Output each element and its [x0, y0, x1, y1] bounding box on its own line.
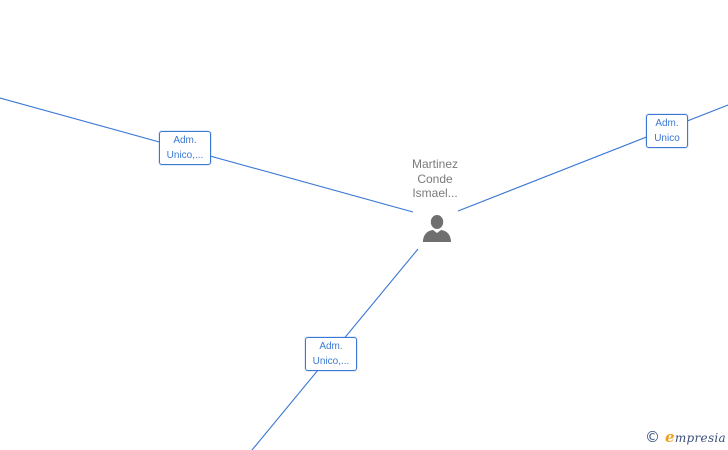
brand-rest: mpresia: [674, 431, 726, 445]
center-node-label[interactable]: Martinez Conde Ismael...: [395, 157, 475, 201]
brand-initial: e: [665, 428, 675, 446]
edge-label-line: Unico,...: [166, 150, 204, 161]
edge-label-line: Adm.: [319, 341, 343, 352]
center-node-label-line: Martinez: [411, 157, 458, 171]
edge-label-line: Unico: [654, 133, 680, 144]
center-node-label-line: Ismael...: [412, 186, 458, 200]
edge-label-left[interactable]: Adm. Unico,...: [159, 131, 211, 165]
brand-footer: © empresia: [645, 428, 726, 446]
edge-label-right[interactable]: Adm. Unico: [646, 114, 688, 148]
brand-logo: empresia: [665, 428, 726, 446]
center-node-label-line: Conde: [417, 171, 453, 186]
edge-label-line: Adm.: [655, 118, 679, 129]
edge-label-line: Adm.: [173, 135, 197, 146]
edge-label-line: Unico,...: [312, 356, 350, 367]
edge-label-bottom[interactable]: Adm. Unico,...: [305, 337, 357, 371]
person-icon[interactable]: [421, 212, 453, 244]
copyright-icon: ©: [645, 428, 660, 446]
